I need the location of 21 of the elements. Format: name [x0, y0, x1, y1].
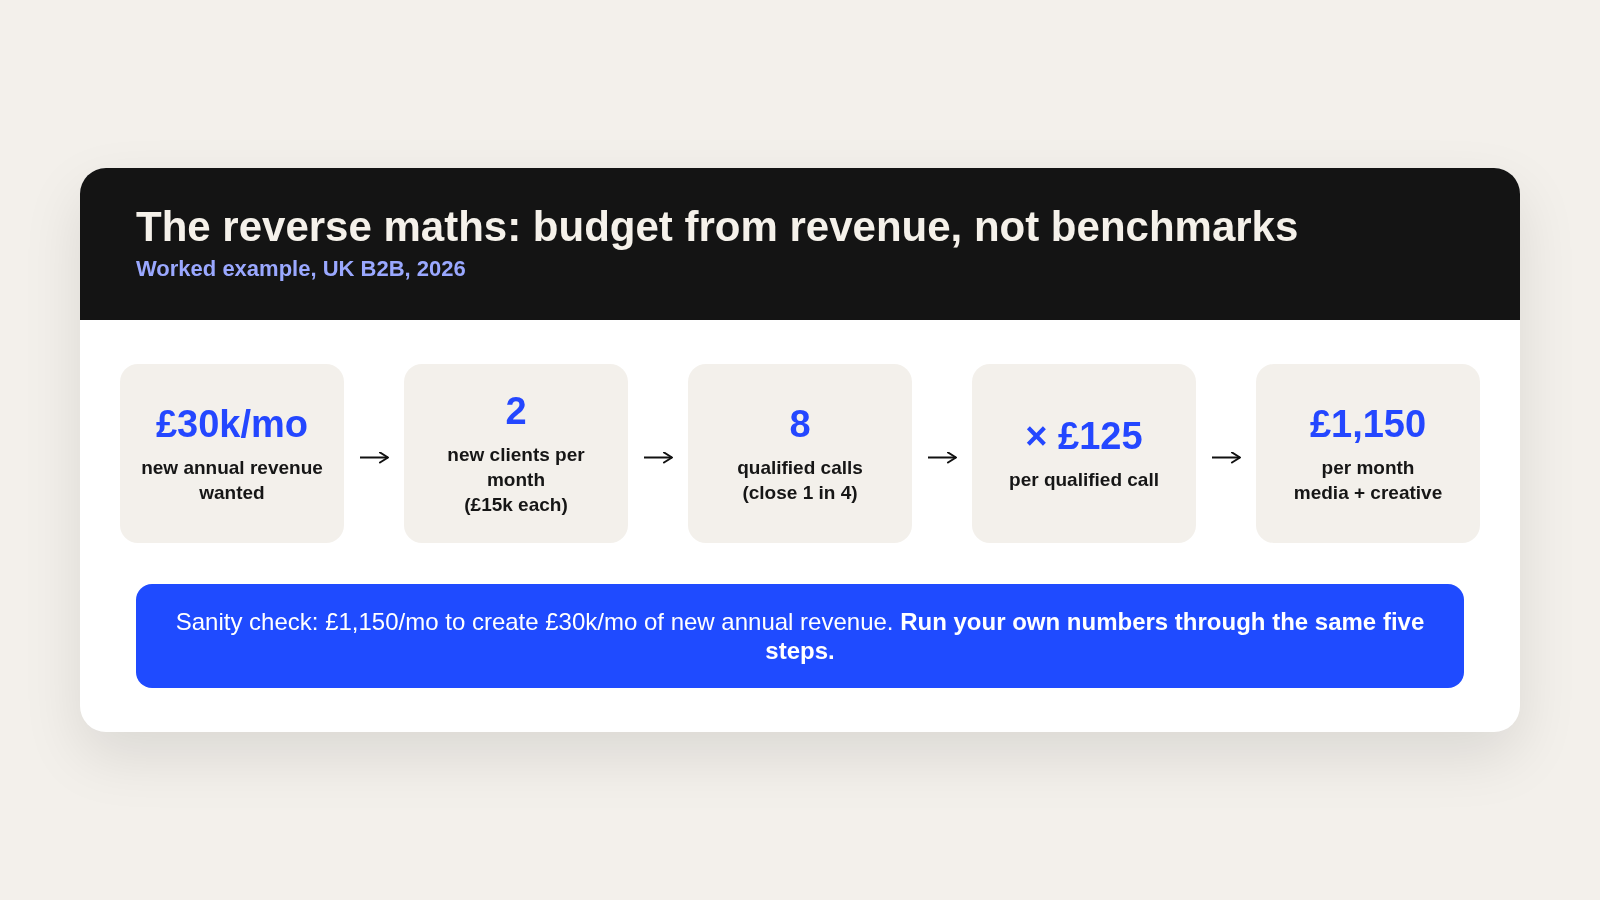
- step-description: media + creative: [1293, 480, 1443, 505]
- arrow: [1211, 451, 1241, 464]
- step-value: £30k/mo: [155, 402, 309, 445]
- step-description: per month: [1321, 455, 1415, 480]
- step-description: (£15k each): [464, 493, 568, 517]
- step-description: per qualified call: [1009, 468, 1159, 492]
- step-description: (close 1 in 4): [742, 480, 858, 505]
- callout-text: Sanity check: £1,150/mo to create £30k/mo of new annual revenue. Run your own numbers through the same five steps.: [174, 607, 1426, 665]
- arrow: [643, 451, 673, 464]
- arrow: [927, 451, 957, 464]
- step-value: × £125: [1025, 415, 1143, 457]
- diagram-title: The reverse maths: budget from revenue, not benchmarks: [136, 202, 1300, 252]
- step-description: new annual revenue wanted: [140, 455, 324, 505]
- step-value: 2: [505, 390, 527, 432]
- step-value: £1,150: [1309, 402, 1427, 445]
- subtitle: Worked example, UK B2B, 2026: [136, 256, 467, 282]
- step-description: new clients per month: [446, 443, 586, 492]
- callout-banner: [136, 584, 1464, 688]
- arrow: [359, 451, 389, 464]
- step-description: qualified calls: [737, 455, 863, 480]
- step-value: 8: [789, 402, 811, 445]
